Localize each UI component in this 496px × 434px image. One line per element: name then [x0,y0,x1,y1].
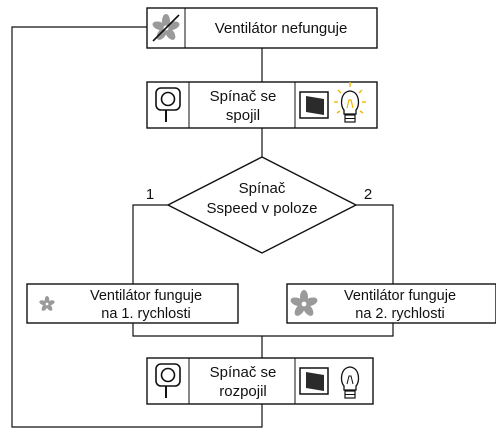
decision-line-1: Spínač [239,180,286,197]
connector-branch-1 [132,204,168,284]
branch-label-1: 1 [146,186,154,203]
node-switch-closed-line-1: Spínač se [210,88,277,105]
node-speed-2: Ventilátor funguje na 2. rychlosti [286,283,496,324]
node-speed-1-line-2: na 1. rychlosti [101,306,190,322]
node-speed-1: Ventilátor funguje na 1. rychlosti [26,283,239,324]
connectors [11,26,394,428]
node-fan-not-working: Ventilátor nefunguje [146,7,378,49]
connector-loop-back [11,26,263,428]
fan-large-icon [290,290,318,316]
thermostat-icon [155,363,181,398]
node-fan-not-working-label: Ventilátor nefunguje [215,20,348,37]
connector-merge [132,323,394,337]
decision-line-2: Sspeed v poloze [207,200,318,217]
branch-label-2: 2 [364,186,372,203]
thermostat-icon [155,87,181,122]
fan-crossed-icon [152,14,180,42]
node-speed-2-line-1: Ventilátor funguje [344,288,456,304]
node-switch-open-line-1: Spínač se [210,364,277,381]
connector-branch-2 [356,204,394,284]
node-switch-closed: Spínač se spojil [146,81,378,129]
node-switch-open-line-2: rozpojil [219,383,267,400]
fan-small-icon [39,296,55,311]
switch-bulb-on-icon [299,82,366,123]
node-speed-1-line-1: Ventilátor funguje [90,288,202,304]
switch-bulb-off-icon [299,366,360,399]
node-switch-open: Spínač se rozpojil [146,357,374,405]
node-switch-closed-line-2: spojil [226,107,260,124]
node-speed-2-line-2: na 2. rychlosti [355,306,444,322]
decision-diamond: Spínač Sspeed v poloze [166,156,358,254]
